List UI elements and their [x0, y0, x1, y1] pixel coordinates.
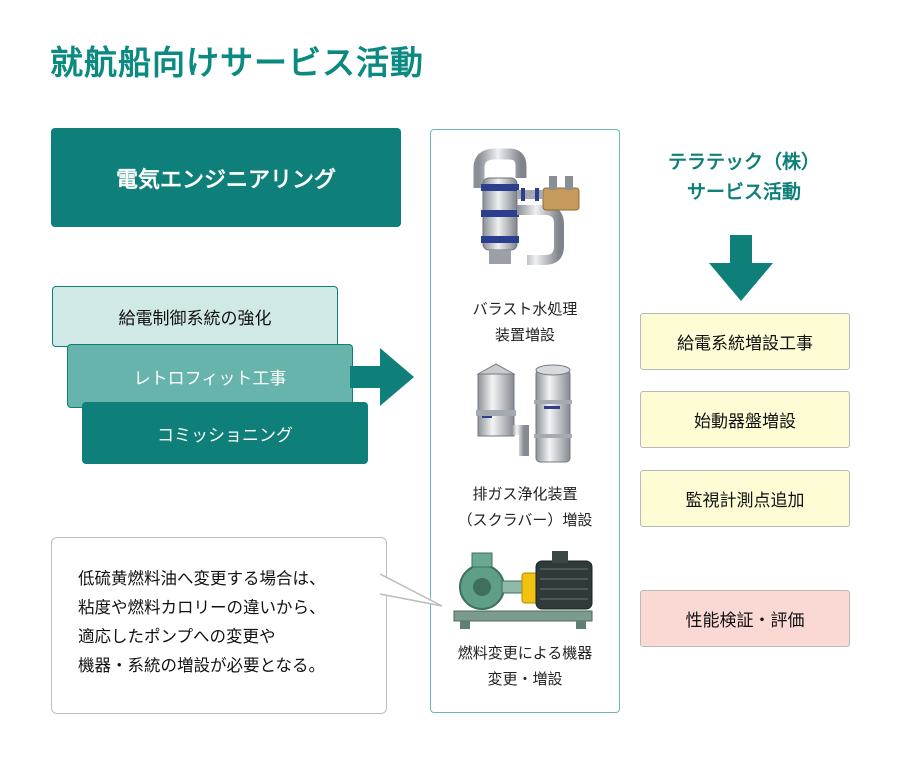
terratec-services-title: テラテック（株） サービス活動 — [640, 147, 848, 207]
equipment-label-scrubber-line1: 排ガス浄化装置 — [472, 485, 578, 503]
equipment-label-pump: 燃料変更による機器 変更・増設 — [430, 640, 620, 692]
terratec-title-line2: サービス活動 — [686, 181, 801, 203]
equipment-label-ballast: バラスト水処理 装置増設 — [430, 296, 620, 348]
exhaust-scrubber-icon — [470, 360, 580, 472]
callout-line-3: 適応したポンプへの変更や — [78, 627, 276, 646]
service-monitoring-points: 監視計測点追加 — [640, 470, 850, 527]
service-starter-panel: 始動器盤増設 — [640, 391, 850, 448]
stack-item-commissioning: コミッショニング — [82, 402, 368, 464]
equipment-label-pump-line2: 変更・増設 — [487, 670, 563, 688]
equipment-label-scrubber: 排ガス浄化装置 （スクラバー）増設 — [430, 481, 620, 533]
stack-item-power-control: 給電制御系統の強化 — [52, 286, 338, 347]
callout-line-2: 粘度や燃料カロリーの違いから、 — [78, 598, 326, 617]
callout-line-1: 低硫黄燃料油へ変更する場合は、 — [78, 569, 326, 588]
service-performance-verification: 性能検証・評価 — [640, 590, 850, 647]
down-arrow-icon — [709, 235, 773, 301]
page-title: 就航船向けサービス活動 — [50, 43, 424, 82]
stack-item-retrofit: レトロフィット工事 — [67, 344, 353, 408]
equipment-label-ballast-line1: バラスト水処理 — [472, 300, 578, 318]
right-arrow-icon — [350, 348, 414, 406]
ballast-water-treatment-icon — [465, 148, 590, 273]
callout-line-4: 機器・系統の増設が必要となる。 — [78, 656, 326, 675]
electrical-engineering-header: 電気エンジニアリング — [51, 128, 401, 227]
terratec-title-line1: テラテック（株） — [667, 151, 820, 173]
fuel-change-callout: 低硫黄燃料油へ変更する場合は、 粘度や燃料カロリーの違いから、 適応したポンプへ… — [51, 537, 387, 714]
equipment-label-scrubber-line2: （スクラバー）増設 — [457, 511, 593, 529]
service-power-system-work: 給電系統増設工事 — [640, 313, 850, 370]
equipment-label-pump-line1: 燃料変更による機器 — [457, 644, 593, 662]
equipment-label-ballast-line2: 装置増設 — [494, 326, 555, 344]
pump-motor-icon — [448, 543, 598, 633]
callout-pointer — [380, 568, 446, 612]
